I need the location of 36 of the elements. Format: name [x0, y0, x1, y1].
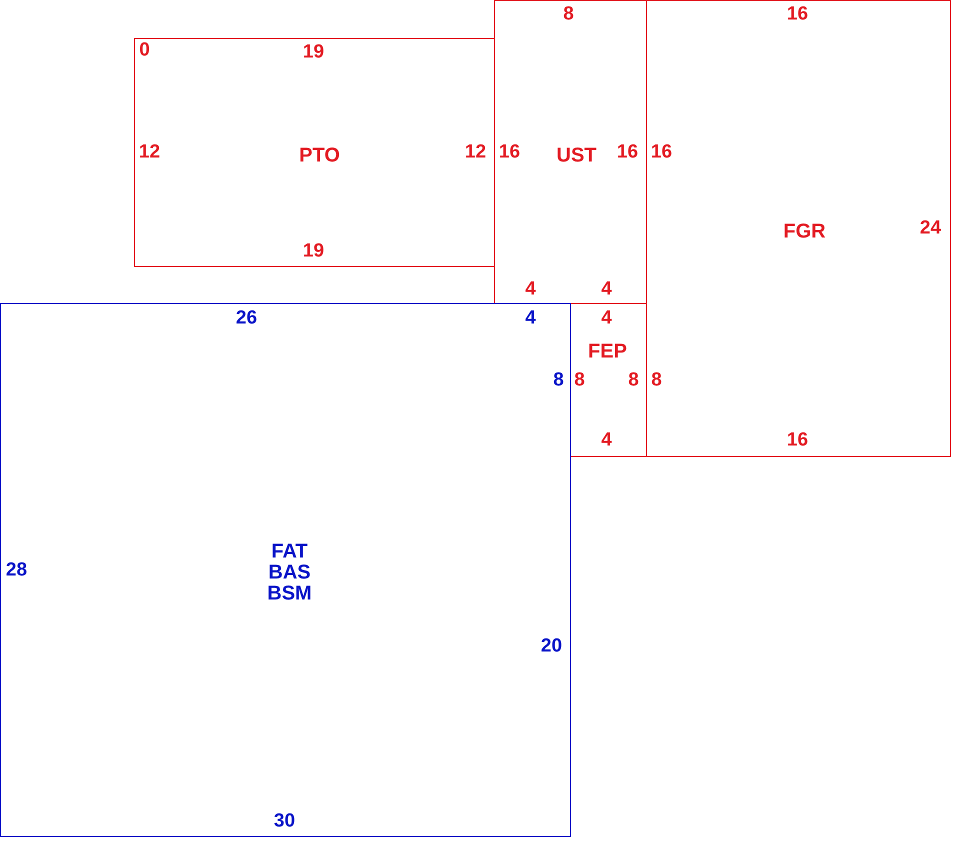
- dimension-value: 4: [525, 307, 536, 328]
- dimension-value: 16: [786, 429, 808, 450]
- room-name: UST: [556, 145, 596, 166]
- room-name: BAS: [268, 562, 311, 583]
- dimension-value: 12: [464, 141, 486, 162]
- room-name: FGR: [783, 221, 826, 242]
- room-outline: [494, 0, 647, 304]
- room-outline: [646, 0, 951, 457]
- dimension-value: 28: [6, 559, 28, 580]
- dimension-value: 4: [601, 278, 612, 299]
- room-outline: [0, 303, 571, 837]
- dimension-value: 4: [525, 278, 536, 299]
- dimension-value: 0: [139, 39, 150, 60]
- room-name: BSM: [267, 583, 312, 604]
- dimension-value: 19: [302, 240, 324, 261]
- room-name: FAT: [271, 541, 308, 562]
- dimension-value: 16: [616, 141, 638, 162]
- dimension-value: 16: [650, 141, 672, 162]
- dimension-value: 4: [601, 307, 612, 328]
- dimension-value: 8: [574, 369, 585, 390]
- dimension-value: 24: [920, 217, 942, 238]
- dimension-value: 30: [274, 810, 296, 831]
- dimension-value: 8: [651, 369, 662, 390]
- room-name: FEP: [588, 341, 627, 362]
- dimension-value: 16: [786, 3, 808, 24]
- dimension-value: 8: [553, 369, 564, 390]
- dimension-value: 12: [138, 141, 160, 162]
- dimension-value: 20: [540, 635, 562, 656]
- room-outline: [134, 38, 495, 267]
- dimension-value: 8: [628, 369, 639, 390]
- dimension-value: 26: [236, 307, 258, 328]
- dimension-value: 16: [498, 141, 520, 162]
- room-name: PTO: [299, 145, 340, 166]
- dimension-value: 19: [302, 41, 324, 62]
- dimension-value: 8: [563, 3, 574, 24]
- dimension-value: 4: [601, 429, 612, 450]
